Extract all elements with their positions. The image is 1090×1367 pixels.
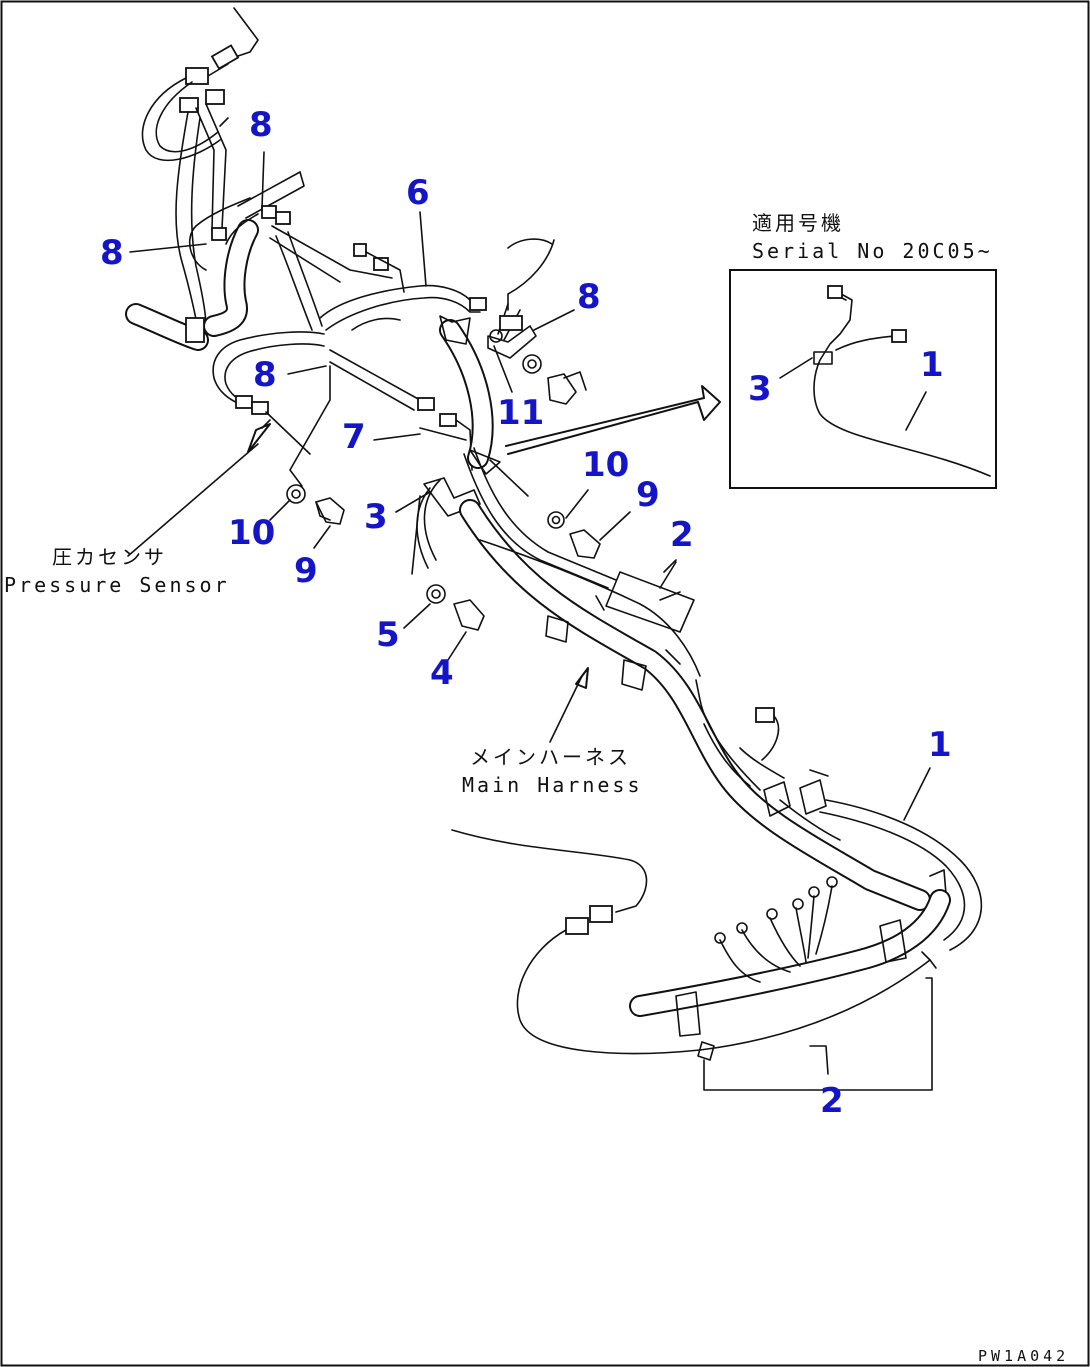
- callout-10-left: 10: [228, 513, 275, 553]
- serial-label-en: Serial No 20C05~: [752, 239, 993, 263]
- callout-10-right: 10: [582, 445, 629, 485]
- callout-3: 3: [364, 497, 388, 537]
- serial-label-jp: 適用号機: [752, 211, 844, 235]
- callout-7: 7: [342, 417, 366, 457]
- inset-callout-3: 3: [748, 369, 772, 409]
- main-harness-label-en: Main Harness: [462, 773, 643, 797]
- text-labels: 適用号機 Serial No 20C05~ 圧カセンサ Pressure Sen…: [4, 211, 1069, 1365]
- callout-8-mid: 8: [253, 355, 277, 395]
- item-2-brackets: [605, 559, 933, 1091]
- drawing-code: PW1A042: [978, 1347, 1069, 1365]
- callout-1: 1: [928, 725, 952, 765]
- leader-lines: [127, 151, 931, 1075]
- callout-6: 6: [406, 173, 430, 213]
- inset-callout-1: 1: [920, 345, 944, 385]
- callout-4: 4: [430, 653, 454, 693]
- main-harness-trunk: [459, 499, 931, 911]
- callout-8-right: 8: [577, 277, 601, 317]
- callout-9-right: 9: [636, 475, 660, 515]
- serial-inset: [729, 269, 997, 489]
- callout-9-left: 9: [294, 551, 318, 591]
- pressure-sensor-label-en: Pressure Sensor: [4, 573, 230, 597]
- callout-8-left: 8: [100, 233, 124, 273]
- callout-2-lower: 2: [820, 1081, 844, 1121]
- pressure-sensor-label-jp: 圧カセンサ: [52, 545, 167, 569]
- main-harness-label-jp: メインハーネス: [470, 745, 631, 769]
- lower-harness: [451, 799, 983, 1061]
- callout-11: 11: [497, 393, 544, 433]
- callout-8-top: 8: [249, 105, 273, 145]
- upper-harness-cluster: [125, 7, 305, 351]
- middle-harness: [212, 225, 721, 475]
- callout-numbers: 8 8 6 8 8 11 7 10 9 3 10 2 9 5 4 1 2 3 1: [100, 105, 952, 1121]
- callout-5: 5: [376, 615, 400, 655]
- lower-middle-parts: [286, 447, 617, 631]
- callout-2-upper: 2: [670, 515, 694, 555]
